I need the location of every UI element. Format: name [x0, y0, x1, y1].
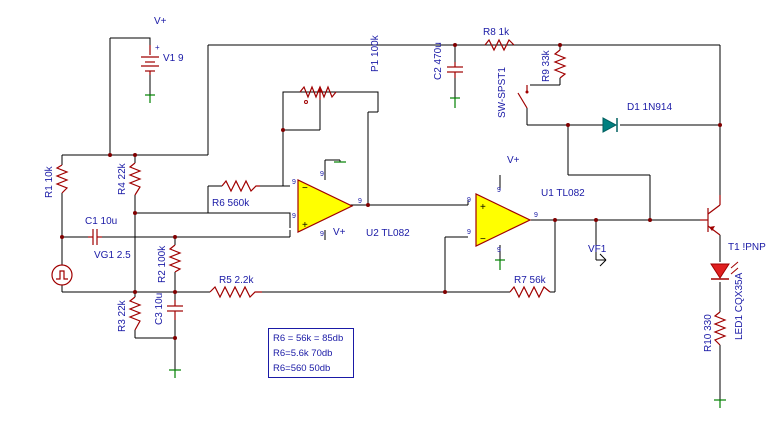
r4-resistor	[128, 162, 142, 196]
svg-text:+: +	[155, 43, 160, 52]
vg1-label: VG1 2.5	[94, 250, 131, 261]
svg-text:9: 9	[292, 213, 296, 220]
u2-opamp: − + 9 9 9 9 9	[292, 171, 362, 238]
r6-label: R6 560k	[212, 198, 250, 209]
p1-label: P1 100k	[370, 34, 381, 72]
c1-label: C1 10u	[85, 216, 117, 227]
sw-spst1-switch	[517, 85, 529, 109]
r2-label: R2 100k	[157, 245, 168, 283]
r1-label: R1 10k	[44, 165, 55, 198]
r1-resistor	[55, 164, 69, 194]
r7-label: R7 56k	[514, 275, 547, 286]
r10-label: R10 330	[703, 314, 714, 352]
svg-text:9: 9	[534, 212, 538, 219]
u1-opamp: + − 9 9 9 9 9	[467, 187, 538, 254]
svg-text:9: 9	[497, 187, 501, 194]
t1-label: T1 !PNP	[728, 242, 766, 253]
r9-label: R9 33k	[541, 49, 552, 82]
note-line-2: R6=5.6k 70db	[273, 348, 333, 359]
vf1-probe	[599, 253, 607, 267]
svg-text:9: 9	[292, 179, 296, 186]
svg-text:9: 9	[467, 229, 471, 236]
v1-battery: +	[141, 43, 160, 75]
r2-resistor	[168, 244, 182, 273]
sw-label: SW-SPST1	[497, 67, 508, 118]
r5-label: R5 2.2k	[219, 275, 254, 286]
vf1-label: VF1	[588, 244, 607, 255]
junctions	[60, 43, 722, 340]
r10-resistor	[713, 311, 727, 346]
svg-text:9: 9	[358, 198, 362, 205]
svg-text:9: 9	[320, 171, 324, 178]
r3-resistor	[128, 296, 142, 331]
r7-resistor	[509, 285, 551, 299]
note-line-3: R6=560 50db	[273, 363, 331, 374]
ground-symbols	[145, 94, 726, 408]
note-line-1: R6 = 56k = 85db	[273, 333, 344, 344]
r5-resistor	[209, 285, 262, 299]
svg-text:9: 9	[497, 247, 501, 254]
wires	[61, 37, 721, 400]
c2-label: C2 470u	[433, 42, 444, 80]
led1-label: LED1 CQX35A	[734, 272, 745, 340]
r9-resistor	[553, 49, 567, 79]
r6-resistor	[221, 179, 260, 193]
svg-text:+: +	[480, 202, 486, 213]
svg-text:9: 9	[467, 197, 471, 204]
c2-capacitor	[447, 62, 463, 78]
p1-potentiometer	[299, 85, 337, 104]
r4-label: R4 22k	[117, 162, 128, 195]
u2-label: U2 TL082	[366, 228, 410, 239]
c3-capacitor	[167, 300, 183, 320]
vg1-source	[51, 264, 73, 286]
vplus-top-label: V+	[154, 16, 167, 27]
v1-label: V1 9	[163, 53, 184, 64]
r8-resistor	[484, 38, 515, 52]
d1-label: D1 1N914	[627, 102, 672, 113]
svg-text:−: −	[302, 183, 308, 194]
c3-label: C3 10u	[154, 293, 165, 325]
svg-text:9: 9	[320, 231, 324, 238]
gain-note-box: R6 = 56k = 85db R6=5.6k 70db R6=560 50db	[268, 328, 354, 378]
c1-capacitor	[88, 229, 102, 245]
r3-label: R3 22k	[117, 299, 128, 332]
u1-vplus-label: V+	[507, 155, 520, 166]
u1-label: U1 TL082	[541, 188, 585, 199]
r8-label: R8 1k	[483, 27, 510, 38]
led1-diode	[710, 261, 739, 280]
t1-transistor	[700, 195, 721, 236]
u2-vplus-label: V+	[333, 227, 346, 238]
svg-text:−: −	[480, 234, 486, 245]
d1-diode	[600, 117, 618, 133]
svg-text:+: +	[302, 220, 308, 231]
